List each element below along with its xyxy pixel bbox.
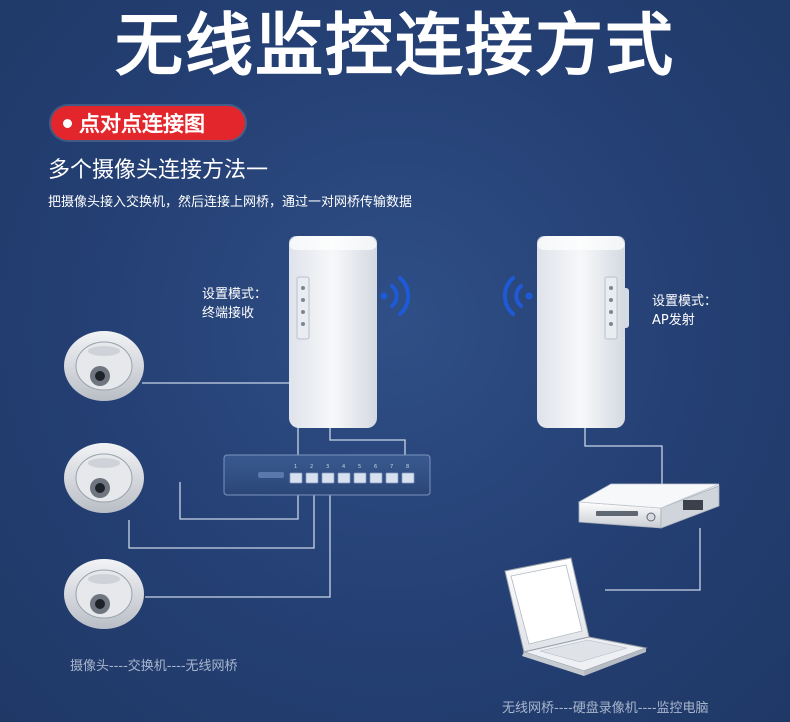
switch-port-label: 5 [358, 464, 361, 470]
switch-port [385, 472, 399, 484]
method-title: 多个摄像头连接方法一 [48, 158, 269, 183]
left-bridge-note-line2: 终端接收 [202, 306, 255, 321]
switch-port-label: 2 [310, 464, 313, 470]
right-bridge-note-line2: AP发射 [652, 313, 695, 328]
bridge-to-switch-line [329, 425, 406, 468]
left-bridge-note-line1: 设置模式： [202, 287, 268, 302]
right-bridge [537, 236, 629, 428]
wifi-signal-right-icon [380, 276, 411, 316]
page-title: 无线监控连接方式 [114, 7, 675, 86]
switch-port-label: 4 [342, 464, 345, 470]
nvr-recorder [577, 483, 720, 529]
caption-right: 无线网桥----硬盘录像机----监控电脑 [502, 701, 709, 716]
wifi-signal-left-icon [502, 276, 533, 316]
switch-port-label: 1 [294, 464, 297, 470]
dome-camera-3 [64, 559, 144, 629]
switch-port [337, 472, 351, 484]
left-bridge [289, 236, 377, 428]
switch-port [369, 472, 383, 484]
camera2-line [179, 482, 299, 520]
switch-port [353, 472, 367, 484]
nvr-to-laptop-line [605, 528, 701, 591]
right-bridge-note-line1: 设置模式： [652, 294, 718, 309]
switch-port-label: 3 [326, 464, 329, 470]
camera3-line [145, 490, 331, 598]
method-description: 把摄像头接入交换机，然后连接上网桥，通过一对网桥传输数据 [48, 195, 413, 210]
dome-camera-1 [64, 331, 144, 401]
dome-camera-2 [64, 443, 144, 513]
switch-port [401, 472, 415, 484]
bullet-dot-icon [63, 118, 72, 128]
switch-port [289, 472, 303, 484]
switch-port-label: 7 [390, 464, 393, 470]
network-switch: 1 2 3 4 5 6 7 8 [223, 454, 431, 496]
bridge-to-nvr-line [584, 428, 663, 490]
switch-port [321, 472, 335, 484]
section-badge: 点对点连接图 [51, 106, 245, 140]
camera2-drop-line [128, 490, 315, 549]
switch-port-label: 6 [374, 464, 377, 470]
switch-port [305, 472, 319, 484]
caption-left: 摄像头----交换机----无线网桥 [70, 659, 238, 674]
badge-label: 点对点连接图 [79, 112, 205, 136]
laptop [504, 557, 648, 676]
right-bridge-note: 设置模式： AP发射 [652, 292, 717, 330]
left-bridge-note: 设置模式： 终端接收 [202, 285, 267, 323]
switch-port-label: 8 [406, 464, 409, 470]
